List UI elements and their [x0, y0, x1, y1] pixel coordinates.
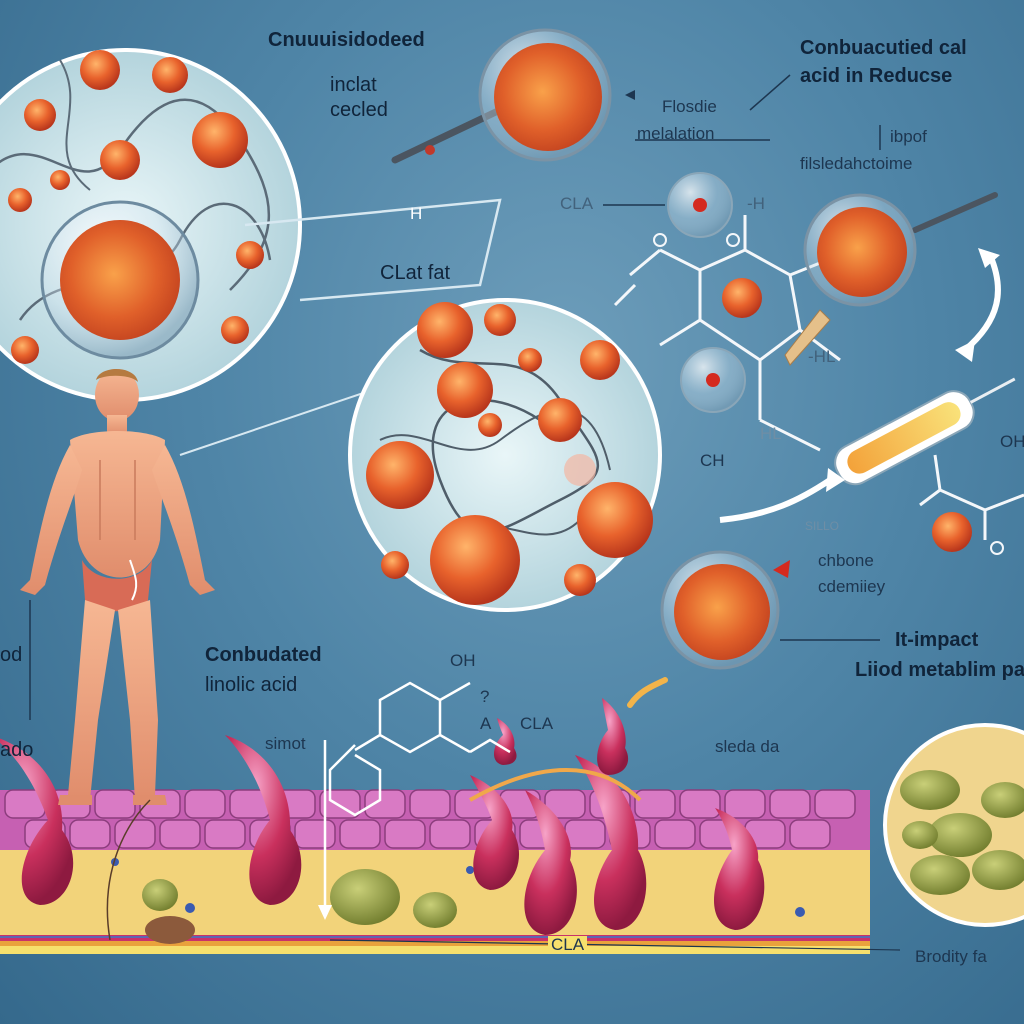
label-chbone: chbone — [818, 551, 874, 570]
label-cla-struct: CLA — [520, 714, 554, 733]
label-oh-mid: OH — [450, 651, 476, 670]
label-cla-bottom: CLA — [548, 936, 588, 954]
label-oh-right: OH — [1000, 432, 1024, 451]
title-right-line1: Conbuacutied cal — [800, 37, 967, 59]
label-sillo: SILLO — [805, 519, 840, 533]
label-hl-faint: HL — [760, 424, 782, 443]
label-cla-fat: CLat fat — [380, 262, 451, 284]
magnifier-right — [803, 192, 998, 307]
label-left-ado: ado — [0, 739, 34, 761]
tube-indicator — [834, 377, 1016, 486]
label-it-impact: It-impact — [895, 629, 979, 651]
label-conbudated: Conbudated — [205, 644, 322, 666]
label-cdemiiey: cdemiiey — [818, 577, 886, 596]
label-flosdie: Flosdie — [662, 97, 717, 116]
label-cla-mid: CLA — [560, 194, 594, 213]
label-filsledahctoime: filsledahctoime — [800, 154, 913, 173]
label-hl: -HL — [808, 347, 836, 366]
fat-cell-panel-left — [0, 48, 302, 402]
olive-panel — [883, 723, 1024, 927]
label-sleda-da: sleda da — [715, 737, 780, 756]
label-linolic-acid: linolic acid — [205, 674, 298, 696]
human-figure — [20, 368, 215, 805]
label-cecled: cecled — [330, 99, 388, 121]
title-right-line2: acid in Reducse — [800, 65, 953, 87]
label-ch: CH — [700, 451, 725, 470]
label-metalation: melalation — [637, 124, 715, 143]
title-top: Cnuuuisidodeed — [268, 29, 425, 51]
label-brodity: Brodity fa — [915, 947, 987, 966]
label-simot: simot — [265, 734, 306, 753]
label-ibpof: ibpof — [890, 127, 927, 146]
fat-droplets — [0, 677, 765, 935]
label-inclat: inclat — [330, 74, 377, 96]
fat-cell-panel-middle — [348, 298, 662, 612]
magnifier-top — [391, 28, 612, 164]
label-h: -H — [747, 194, 765, 213]
label-liiod: Liiod metablim pa — [855, 659, 1024, 681]
label-tick-h: H — [410, 204, 423, 223]
cla-structure — [323, 681, 511, 910]
label-a: A — [480, 714, 492, 733]
label-left-od: od — [0, 644, 23, 666]
label-question: ? — [480, 687, 490, 706]
